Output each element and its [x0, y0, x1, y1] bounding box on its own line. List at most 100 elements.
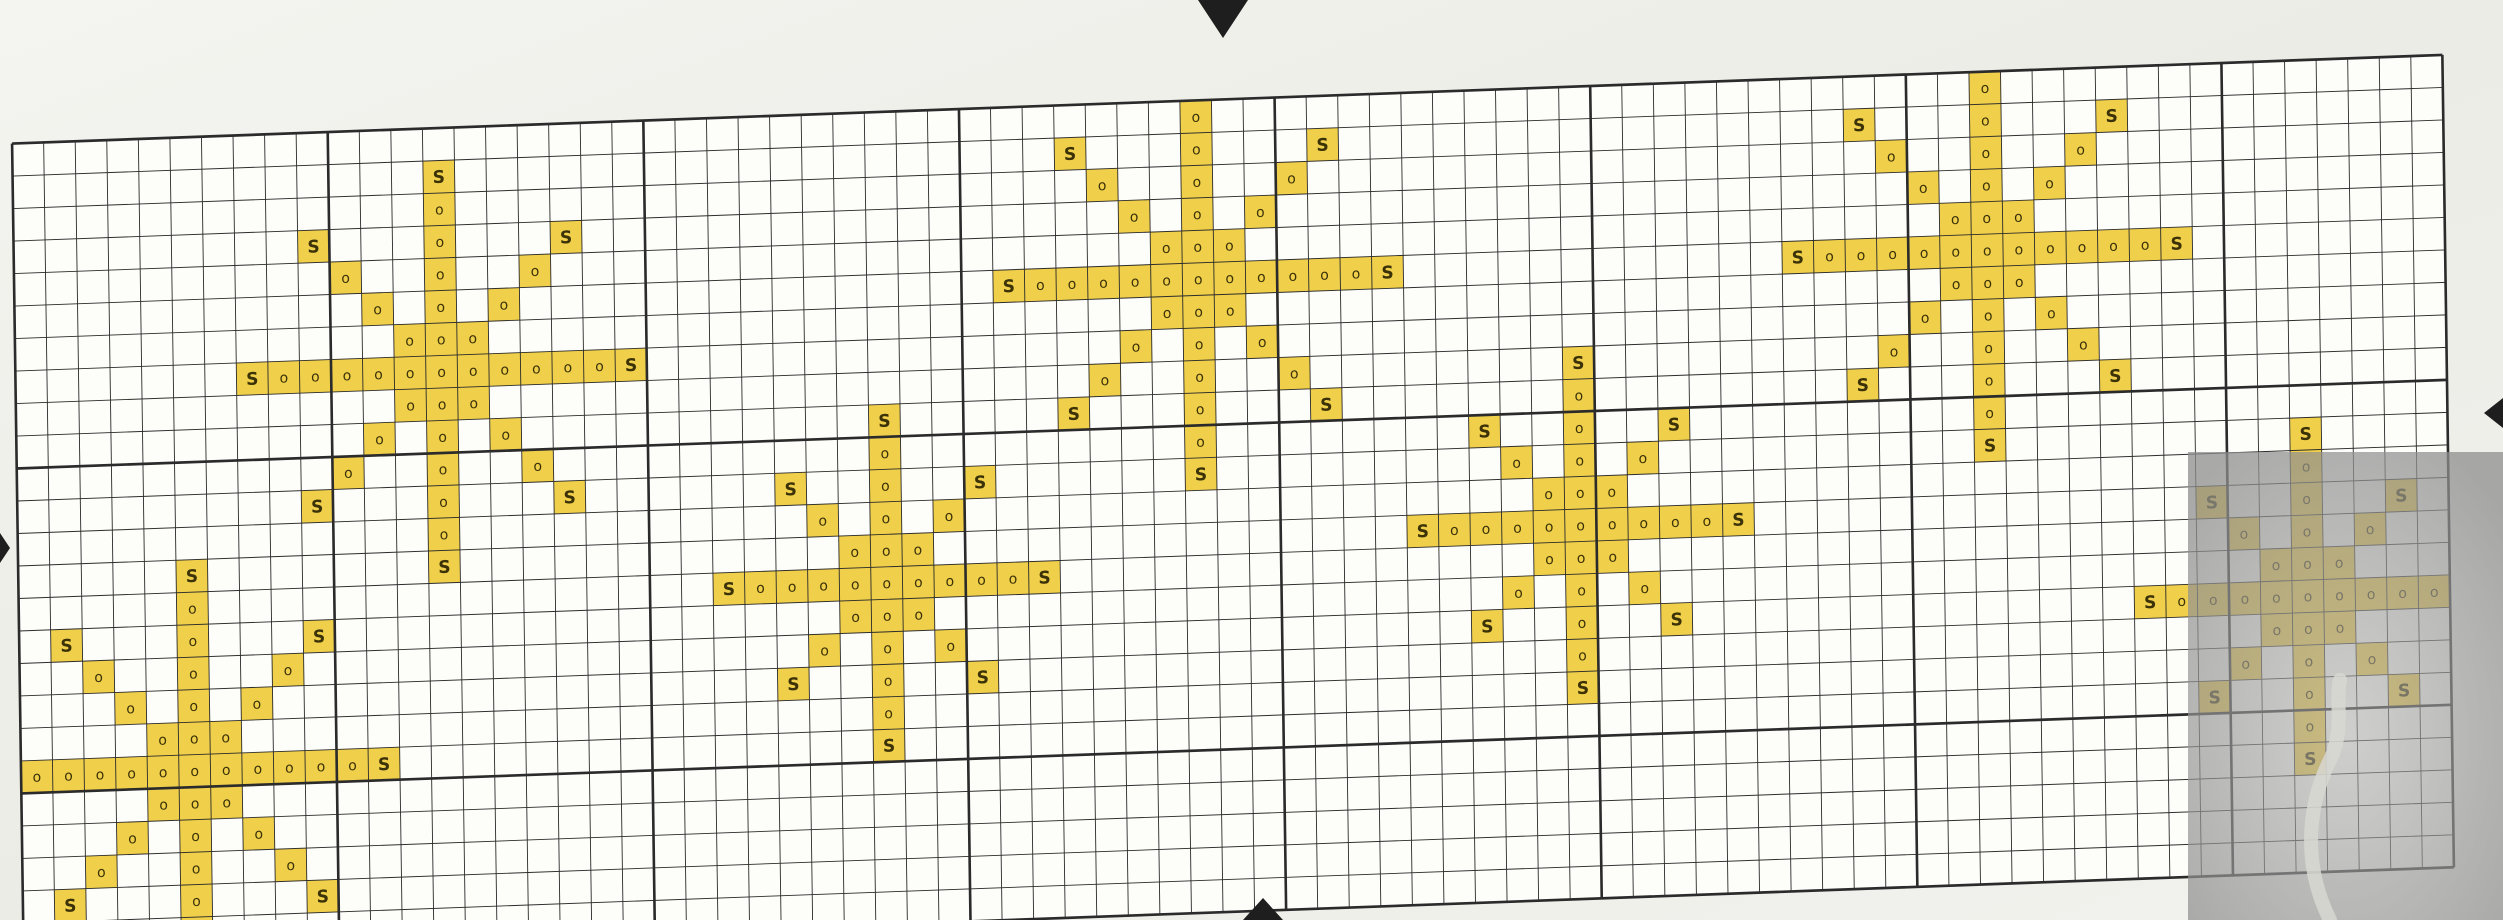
stitch-symbol-o: o [375, 432, 384, 448]
stitch-symbol-o: o [405, 333, 414, 349]
stitch-symbol-o: o [884, 673, 893, 689]
stitch-symbol-s: S [1038, 568, 1051, 589]
stitch-symbol-s: S [307, 237, 320, 258]
stitch-symbol-o: o [1921, 310, 1930, 326]
stitch-symbol-o: o [501, 427, 510, 443]
stitch-symbol-s: S [1572, 354, 1585, 375]
stitch-symbol-o: o [1638, 451, 1647, 467]
stitch-symbol-s: S [1857, 376, 1870, 397]
stitch-symbol-o: o [595, 359, 604, 375]
stitch-symbol-o: o [1101, 373, 1110, 389]
stitch-symbol-o: o [1981, 113, 1990, 129]
stitch-symbol-o: o [341, 271, 350, 287]
stitch-symbol-o: o [1132, 339, 1141, 355]
stitch-symbol-o: o [1575, 421, 1584, 437]
stitch-symbol-o: o [1099, 275, 1108, 291]
stitch-symbol-o: o [192, 861, 201, 877]
stitch-symbol-o: o [818, 513, 827, 529]
stitch-symbol-o: o [435, 235, 444, 251]
stitch-symbol-o: o [1162, 273, 1171, 289]
stitch-symbol-o: o [945, 574, 954, 590]
stitch-symbol-o: o [1919, 181, 1928, 197]
stitch-symbol-o: o [1288, 269, 1297, 285]
stitch-symbol-s: S [1064, 145, 1077, 166]
stitch-symbol-o: o [1951, 212, 1960, 228]
stitch-symbol-o: o [1888, 247, 1897, 263]
stitch-symbol-o: o [1574, 388, 1583, 404]
stitch-symbol-o: o [286, 858, 295, 874]
stitch-symbol-o: o [1130, 209, 1139, 225]
stitch-symbol-o: o [1639, 516, 1648, 532]
stitch-symbol-o: o [1890, 344, 1899, 360]
stitch-symbol-o: o [882, 543, 891, 559]
stitch-symbol-o: o [1352, 266, 1361, 282]
stitch-symbol-s: S [563, 488, 576, 509]
stitch-symbol-o: o [882, 576, 891, 592]
stitch-symbol-o: o [1951, 244, 1960, 260]
stitch-symbol-o: o [1225, 271, 1234, 287]
stitch-symbol-s: S [378, 755, 391, 776]
stitch-symbol-o: o [1578, 648, 1587, 664]
stitch-symbol-o: o [159, 797, 168, 813]
stitch-symbol-o: o [189, 699, 198, 715]
stitch-symbol-o: o [1983, 276, 1992, 292]
stitch-symbol-o: o [1225, 238, 1234, 254]
stitch-symbol-o: o [850, 545, 859, 561]
stitch-symbol-s: S [2109, 366, 2122, 387]
stitch-symbol-o: o [222, 795, 231, 811]
stitch-symbol-s: S [246, 369, 259, 390]
stitch-symbol-o: o [435, 202, 444, 218]
stitch-symbol-o: o [563, 360, 572, 376]
stitch-symbol-o: o [1450, 523, 1459, 539]
stitch-symbol-o: o [94, 670, 103, 686]
stitch-symbol-o: o [373, 302, 382, 318]
stitch-symbol-o: o [188, 601, 197, 617]
stitch-symbol-s: S [186, 567, 199, 588]
stitch-symbol-s: S [2170, 234, 2183, 255]
stitch-symbol-s: S [723, 580, 736, 601]
stitch-symbol-o: o [913, 542, 922, 558]
stitch-symbol-s: S [787, 675, 800, 696]
stitch-symbol-o: o [344, 466, 353, 482]
stitch-symbol-s: S [1003, 277, 1016, 298]
stitch-symbol-o: o [222, 763, 231, 779]
stitch-symbol-s: S [2299, 425, 2312, 446]
stitch-symbol-o: o [1196, 434, 1205, 450]
stitch-symbol-o: o [883, 608, 892, 624]
stitch-symbol-o: o [1702, 514, 1711, 530]
stitch-symbol-o: o [1195, 369, 1204, 385]
stitch-symbol-o: o [1192, 174, 1201, 190]
stitch-symbol-o: o [1857, 248, 1866, 264]
stitch-symbol-o: o [2109, 239, 2118, 255]
stitch-symbol-o: o [1576, 486, 1585, 502]
stitch-symbol-o: o [317, 759, 326, 775]
stitch-symbol-o: o [64, 768, 73, 784]
stitch-symbol-o: o [436, 267, 445, 283]
stitch-symbol-o: o [499, 297, 508, 313]
stitch-symbol-o: o [531, 264, 540, 280]
stitch-symbol-o: o [1985, 373, 1994, 389]
stitch-symbol-o: o [1985, 406, 1994, 422]
stitch-symbol-o: o [946, 639, 955, 655]
stitch-symbol-o: o [2045, 176, 2054, 192]
stitch-symbol-s: S [784, 480, 797, 501]
stitch-symbol-o: o [1982, 178, 1991, 194]
stitch-symbol-s: S [1670, 610, 1683, 631]
stitch-symbol-o: o [1098, 178, 1107, 194]
stitch-symbol-s: S [974, 473, 987, 494]
stitch-symbol-o: o [1131, 274, 1140, 290]
stitch-symbol-o: o [1512, 455, 1521, 471]
stitch-symbol-s: S [2105, 107, 2118, 128]
stitch-symbol-o: o [1983, 243, 1992, 259]
stitch-symbol-s: S [1320, 395, 1333, 416]
stitch-symbol-o: o [97, 865, 106, 881]
stitch-symbol-o: o [883, 641, 892, 657]
stitch-symbol-o: o [2079, 337, 2088, 353]
stitch-symbol-o: o [158, 732, 167, 748]
stitch-symbol-o: o [32, 769, 41, 785]
stitch-symbol-o: o [192, 894, 201, 910]
stitch-symbol-o: o [1671, 515, 1680, 531]
stitch-symbol-o: o [914, 607, 923, 623]
pattern-grid: oooooooooooooSooooooooooooSooSooSooSooSo… [12, 55, 2454, 920]
stitch-symbol-o: o [128, 831, 137, 847]
